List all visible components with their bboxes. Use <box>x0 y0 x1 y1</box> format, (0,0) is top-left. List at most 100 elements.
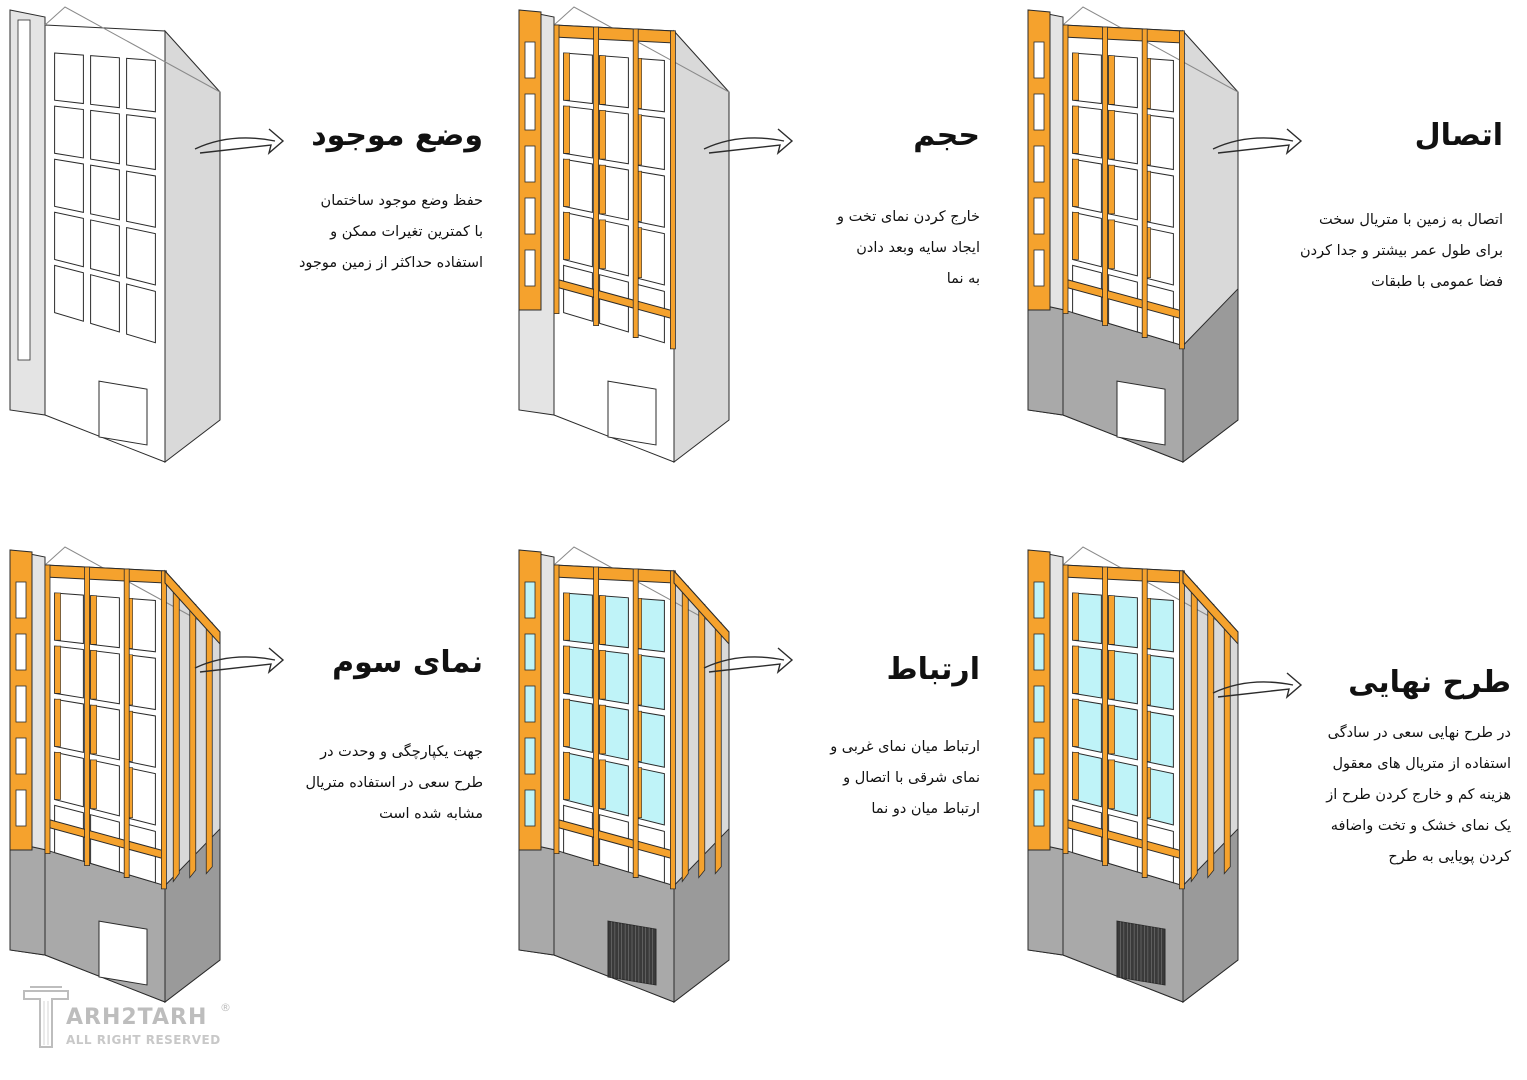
window <box>54 211 84 268</box>
building-model <box>518 6 794 464</box>
orange-side-cornice <box>164 569 221 646</box>
description-line: کردن پویایی به طرح <box>1388 849 1511 865</box>
panel-existing: وضع موجود حفظ وضع موجود ساختمان با کمتری… <box>0 0 509 540</box>
orange-side-fin <box>1190 585 1198 883</box>
window <box>126 283 156 344</box>
orange-fin <box>1072 592 1079 641</box>
orange-fin <box>90 759 97 809</box>
arrow-head <box>708 128 794 155</box>
window <box>126 170 156 228</box>
orange-fin <box>599 55 606 105</box>
orange-fin <box>563 751 570 800</box>
orange-side-fin <box>698 603 706 879</box>
building-model <box>9 546 285 1004</box>
stair-window <box>15 737 27 775</box>
building-model <box>1027 546 1303 1004</box>
stair-base <box>518 841 555 956</box>
stair-base <box>9 841 46 956</box>
stair-window <box>1033 249 1045 287</box>
description-line: ارتباط میان نمای غربی و <box>830 739 980 755</box>
orange-fin <box>1108 759 1115 809</box>
orange-side-fin <box>205 622 213 875</box>
logo-rights: ALL RIGHT RESERVED <box>66 1033 221 1047</box>
orange-mullion <box>160 570 167 890</box>
orange-side-cornice <box>673 569 730 646</box>
orange-side-fin <box>1223 622 1231 875</box>
roof-edge <box>1062 6 1239 93</box>
description-line: اتصال به زمین با متریال سخت <box>1319 212 1503 228</box>
description-line: فضا عمومی با طبقات <box>1371 274 1503 290</box>
logo-name: ARH2TARH <box>66 1005 208 1030</box>
stair-window <box>1033 581 1045 619</box>
orange-fin <box>563 52 570 101</box>
stair-base <box>1027 301 1064 416</box>
arrow-head <box>708 647 794 674</box>
panel-description: حفظ وضع موجود ساختمان با کمترین تغیرات م… <box>299 186 483 279</box>
panel-connection: اتصال اتصال به زمین با متریال سخت برای ط… <box>1018 0 1527 540</box>
panel-final: طرح نهایی در طرح نهایی سعی در سادگی استف… <box>1018 540 1527 1080</box>
orange-fin <box>599 164 606 215</box>
window <box>126 114 156 171</box>
description-line: با کمترین تغیرات ممکن و <box>330 224 483 240</box>
window <box>90 55 120 109</box>
stair-window <box>1033 789 1045 827</box>
description-line: در طرح نهایی سعی در سادگی <box>1327 725 1511 741</box>
arrow-shaft <box>194 656 276 669</box>
stair-window <box>524 249 536 287</box>
orange-mullion <box>632 28 639 338</box>
orange-mullion <box>669 30 676 350</box>
side-wall <box>673 29 730 464</box>
orange-mullion <box>1141 28 1148 338</box>
orange-fin <box>1072 751 1079 800</box>
orange-side-cornice <box>1182 569 1239 646</box>
garage-door <box>98 380 148 446</box>
description-line: استفاده حداکثر از زمین موجود <box>298 255 483 271</box>
description-line: هزینه کم و خارج کردن طرح از <box>1326 787 1511 803</box>
panel-title: حجم <box>913 118 980 153</box>
orange-side-fin <box>1207 603 1215 879</box>
window <box>126 226 156 286</box>
orange-mullion <box>1178 570 1185 890</box>
orange-side-fin <box>189 603 197 879</box>
orange-mullion <box>1102 26 1108 326</box>
logo-column-icon <box>23 986 69 1048</box>
orange-mullion <box>553 564 560 855</box>
orange-mullion <box>84 566 90 866</box>
orange-fin <box>1072 158 1079 207</box>
description-line: ایجاد سایه وبعد دادن <box>856 240 980 256</box>
window <box>90 164 120 221</box>
orange-fin <box>1108 704 1115 755</box>
arrow-shaft <box>194 137 276 150</box>
panel-description: جهت یکپارچگی و وحدت در طرح سعی در استفاد… <box>305 737 483 830</box>
stair-window <box>15 685 27 723</box>
orange-fin <box>563 592 570 641</box>
description-line: نمای شرقی با اتصال و <box>843 770 980 786</box>
orange-fin <box>563 645 570 694</box>
orange-mullion <box>669 570 676 890</box>
description-line: برای طول عمر بیشتر و جدا کردن <box>1299 243 1503 259</box>
panel-description: در طرح نهایی سعی در سادگی استفاده از متر… <box>1326 718 1511 873</box>
orange-fin <box>90 704 97 755</box>
orange-mullion <box>1141 568 1148 878</box>
logo-registered: ® <box>220 1001 231 1014</box>
stair-window <box>1033 737 1045 775</box>
orange-fin <box>54 592 61 641</box>
arrow-head <box>199 647 285 674</box>
tarh2tarh-logo: ARH2TARH ALL RIGHT RESERVED ® <box>22 985 242 1055</box>
orange-side-fin <box>681 585 689 883</box>
orange-fin <box>1108 219 1115 269</box>
panel-relation: ارتباط ارتباط میان نمای غربی و نمای شرقی… <box>509 540 1018 1080</box>
orange-fin <box>1108 164 1115 215</box>
description-line: یک نمای خشک و تخت واضافه <box>1330 818 1511 834</box>
stair-window <box>524 685 536 723</box>
orange-mullion <box>632 568 639 878</box>
panel-description: ارتباط میان نمای غربی و نمای شرقی با اتص… <box>830 732 980 825</box>
stair-window <box>1033 633 1045 671</box>
stair-window <box>15 581 27 619</box>
orange-fin <box>1072 211 1079 260</box>
description-line: ارتباط میان دو نما <box>871 801 980 817</box>
orange-mullion <box>553 24 560 315</box>
roof-edge <box>44 6 221 93</box>
orange-fin <box>599 704 606 755</box>
panel-volume: حجم خارج کردن نمای تخت و ایجاد سایه وبعد… <box>509 0 1018 540</box>
